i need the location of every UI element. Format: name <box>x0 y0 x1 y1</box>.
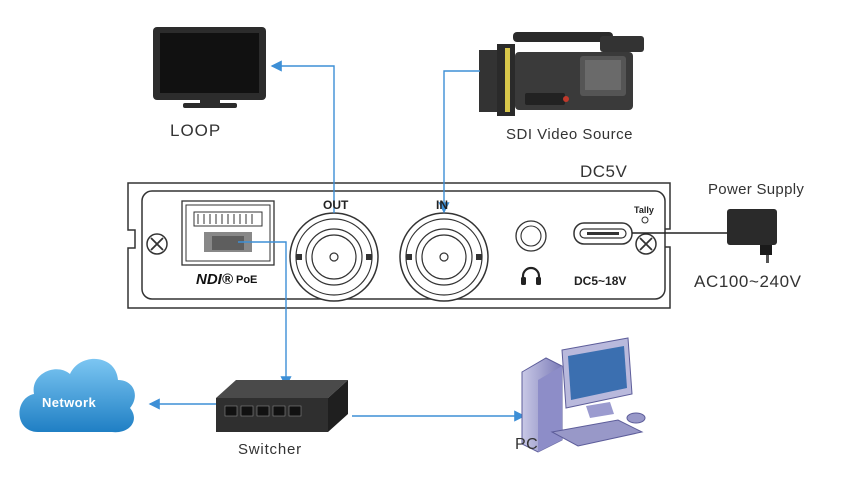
tally-label: Tally <box>634 205 654 215</box>
screw-icon <box>635 233 657 255</box>
usb-c-port <box>573 222 633 245</box>
loop-label: LOOP <box>170 121 222 140</box>
pc-label: PC <box>515 436 539 453</box>
switch-icon <box>216 380 348 432</box>
power-supply-label: Power Supply <box>708 181 805 198</box>
audio-jack <box>515 220 547 252</box>
out-port-label: OUT <box>323 198 349 212</box>
switcher-label: Switcher <box>238 441 302 458</box>
rj45-port <box>181 200 275 266</box>
monitor-icon <box>153 27 266 108</box>
ac-range-label: AC100~240V <box>694 272 802 291</box>
pc-icon <box>521 337 646 453</box>
power-adapter-icon <box>727 209 777 263</box>
screw-icon <box>146 233 168 255</box>
in-port-label: IN <box>436 198 448 212</box>
network-cloud-icon <box>19 358 135 433</box>
bnc-out-connector <box>289 212 379 302</box>
out-to-monitor-line <box>270 60 335 213</box>
bnc-in-connector <box>399 212 489 302</box>
sdi-source-label: SDI Video Source <box>506 126 633 143</box>
dc5v-label: DC5V <box>580 162 628 181</box>
dc-range-label: DC5~18V <box>574 274 627 288</box>
camcorder-icon <box>479 32 644 116</box>
ndi-logo-label: NDI® <box>196 271 233 288</box>
rj45-to-switch-line <box>238 241 292 388</box>
poe-label: PoE <box>236 274 258 286</box>
headphone-icon <box>521 266 541 285</box>
network-label: Network <box>42 395 97 410</box>
tally-led <box>641 216 649 224</box>
source-to-in-line <box>438 70 480 214</box>
